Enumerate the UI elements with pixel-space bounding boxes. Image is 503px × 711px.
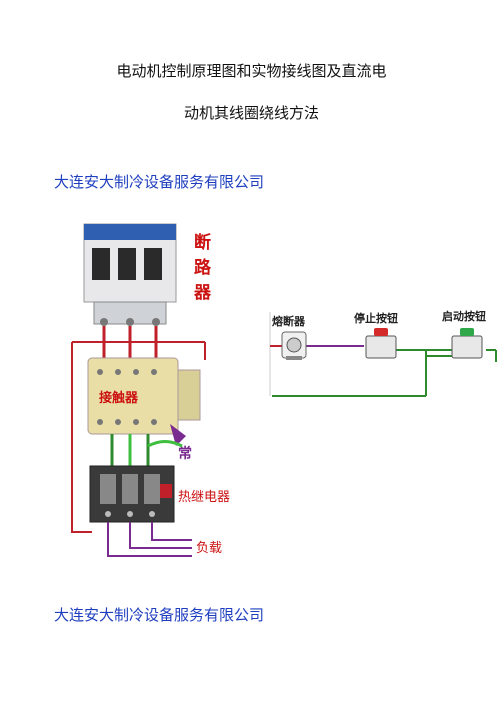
- stop-button-label: 停止按钮: [354, 311, 398, 325]
- breaker-label-2: 路: [194, 257, 212, 278]
- circuit-breaker: [83, 223, 177, 326]
- start-button-label: 启动按钮: [442, 309, 486, 323]
- thermal-relay-terminal-3: [144, 474, 160, 504]
- stop-button-body: [365, 335, 397, 359]
- breaker-switch-3: [144, 248, 162, 280]
- document-title-line-2: 动机其线圈绕线方法: [183, 104, 319, 122]
- breaker-label-1: 断: [194, 232, 211, 253]
- company-name-top: 大连安大制冷设备服务有限公司: [54, 173, 265, 191]
- thermal-relay-label: 热继电器: [178, 490, 230, 505]
- thermal-relay-reset: [160, 484, 172, 498]
- normally-label: 常: [178, 445, 192, 462]
- contactor: 接触器: [87, 357, 201, 435]
- contactor-accent: [170, 424, 186, 446]
- breaker-top-band: [84, 224, 176, 240]
- fuse-label: 熔断器: [272, 314, 306, 328]
- breaker-screw-2: [126, 318, 134, 326]
- breaker-switch-1: [92, 248, 110, 280]
- thermal-relay-terminal-2: [122, 474, 138, 504]
- contactor-side: [177, 369, 201, 421]
- stop-button-cap: [374, 328, 388, 336]
- breaker-screw-1: [100, 318, 108, 326]
- load-label: 负载: [196, 541, 222, 556]
- fuse: [281, 331, 307, 360]
- control-circuit: [269, 312, 497, 397]
- breaker-screw-3: [152, 318, 160, 326]
- start-button: [451, 328, 483, 359]
- breaker-label-3: 器: [193, 283, 212, 303]
- thermal-relay: [89, 465, 175, 523]
- breaker-switch-2: [118, 248, 136, 280]
- thermal-relay-terminal-1: [100, 474, 116, 504]
- start-button-cap: [460, 328, 474, 336]
- document-title-line-1: 电动机控制原理图和实物接线图及直流电: [116, 62, 387, 80]
- stop-button: [365, 328, 397, 359]
- contactor-label: 接触器: [99, 390, 139, 406]
- company-name-bottom: 大连安大制冷设备服务有限公司: [54, 606, 265, 624]
- start-button-body: [451, 335, 483, 359]
